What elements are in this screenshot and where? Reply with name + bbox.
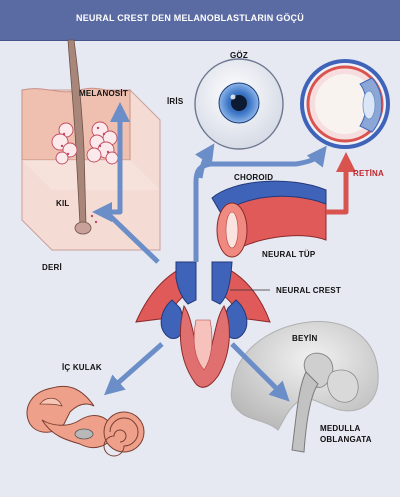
label-hair: KIL bbox=[56, 199, 70, 208]
right-crest-top bbox=[211, 261, 233, 305]
brain bbox=[230, 321, 379, 453]
neural-tube bbox=[211, 180, 327, 258]
lens bbox=[362, 90, 376, 120]
label-brain: BEYİN bbox=[292, 334, 318, 343]
figure-title: NEURAL CREST DEN MELANOBLASTLARIN GÖÇÜ bbox=[76, 13, 304, 23]
eye-cross-section bbox=[300, 59, 390, 149]
arrow-to-melanocyte bbox=[103, 102, 160, 264]
skin-section bbox=[21, 39, 161, 251]
label-iris: İRİS bbox=[167, 97, 184, 106]
label-retina: RETİNA bbox=[353, 169, 384, 178]
migration-arrows bbox=[92, 102, 356, 402]
label-melanocyte: MELANOSİT bbox=[79, 89, 128, 98]
eye-highlight bbox=[230, 94, 236, 100]
arrow-to-inner-ear bbox=[104, 342, 164, 396]
arrow-to-retina bbox=[326, 152, 356, 215]
neural-tube-crest bbox=[211, 180, 327, 216]
eye-front bbox=[194, 58, 284, 150]
medulla-stem bbox=[291, 371, 319, 453]
label-skin: DERİ bbox=[42, 263, 62, 272]
neural-crest-structure bbox=[135, 261, 271, 388]
inner-ear bbox=[26, 385, 145, 457]
melanocyte-dots bbox=[60, 126, 110, 224]
left-crest-top bbox=[175, 261, 197, 305]
oval-window bbox=[74, 428, 94, 440]
title-bar: NEURAL CREST DEN MELANOBLASTLARIN GÖÇÜ bbox=[0, 0, 400, 41]
label-medulla-line1: MEDULLA bbox=[320, 424, 361, 433]
neural-groove-inner bbox=[193, 319, 213, 371]
label-inner-ear: İÇ KULAK bbox=[62, 363, 102, 372]
cerebellum bbox=[327, 369, 359, 403]
gland-cluster bbox=[51, 121, 119, 165]
hair-bulb bbox=[74, 221, 92, 235]
cochlea-spiral bbox=[103, 417, 139, 457]
label-neural-crest: NEURAL CREST bbox=[276, 286, 341, 295]
label-medulla-line2: OBLANGATA bbox=[320, 435, 372, 444]
arrow-to-iris bbox=[195, 143, 215, 179]
label-choroid: CHOROID bbox=[234, 173, 274, 182]
neural-tube-lumen bbox=[225, 211, 239, 249]
label-eye: GÖZ bbox=[230, 51, 248, 60]
dermis-layer bbox=[22, 160, 160, 190]
pupil bbox=[231, 95, 247, 111]
vitreous bbox=[315, 74, 375, 134]
arrow-to-brain bbox=[230, 342, 290, 402]
label-neural-tube: NEURAL TÜP bbox=[262, 250, 316, 259]
